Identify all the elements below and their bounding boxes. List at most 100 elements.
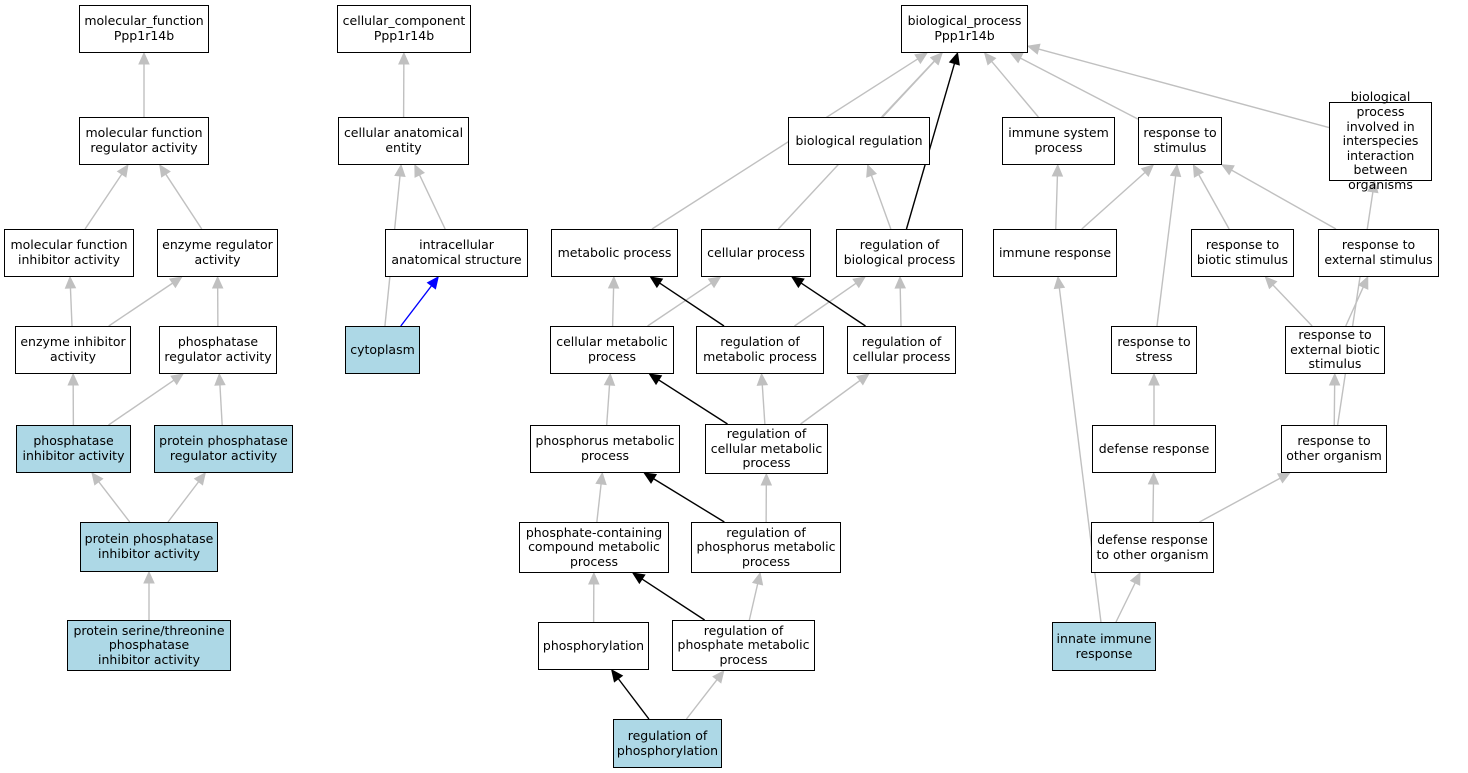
node-regulation-of-metabolic-process[interactable]: regulation of metabolic process bbox=[696, 326, 824, 374]
node-protein-phosphatase-inhibitor-activity[interactable]: protein phosphatase inhibitor activity bbox=[80, 522, 218, 572]
node-phosphate-containing-compound-metabolic-process[interactable]: phosphate-containing compound metabolic … bbox=[519, 522, 669, 573]
arrowhead-regmp-to-metab bbox=[649, 276, 664, 289]
edge-regbp-to-breg bbox=[870, 175, 892, 230]
arrowhead-mfreg-to-mf bbox=[138, 51, 150, 65]
edge-isp-to-bp bbox=[991, 60, 1039, 118]
arrowhead-cmp-to-cellp bbox=[707, 276, 722, 289]
node-regulation-of-phosphate-metabolic-process[interactable]: regulation of phosphate metabolic proces… bbox=[672, 620, 815, 671]
edge-pmp-to-cmp bbox=[605, 384, 611, 426]
node-phosphorus-metabolic-process[interactable]: phosphorus metabolic process bbox=[530, 425, 680, 473]
node-molecular-function-inhibitor-activity[interactable]: molecular function inhibitor activity bbox=[4, 229, 134, 277]
node-defense-response-to-other-organism[interactable]: defense response to other organism bbox=[1091, 522, 1214, 573]
arrowhead-rext-to-rts bbox=[1220, 164, 1235, 176]
arrowhead-phosinh-to-enzinh bbox=[67, 372, 79, 386]
edge-regcp-to-cellp bbox=[800, 282, 866, 327]
node-immune-system-process[interactable]: immune system process bbox=[1002, 117, 1115, 165]
edge-rext-to-rts bbox=[1231, 169, 1337, 230]
node-phosphatase-regulator-activity[interactable]: phosphatase regulator activity bbox=[159, 326, 277, 374]
node-enzyme-inhibitor-activity[interactable]: enzyme inhibitor activity bbox=[15, 326, 131, 374]
node-regulation-of-phosphorylation[interactable]: regulation of phosphorylation bbox=[613, 719, 722, 768]
edge-ias-to-cae bbox=[418, 174, 446, 230]
node-regulation-of-cellular-metabolic-process[interactable]: regulation of cellular metabolic process bbox=[705, 424, 828, 474]
edge-defro-to-rother bbox=[1199, 477, 1281, 523]
edge-rbio-to-rts bbox=[1198, 174, 1230, 230]
arrowhead-metab-to-bp bbox=[914, 52, 929, 65]
node-molecular-function-regulator-activity[interactable]: molecular function regulator activity bbox=[79, 117, 209, 165]
arrowhead-rbio-to-rts bbox=[1192, 163, 1205, 178]
arrowhead-cmp-to-metab bbox=[607, 275, 620, 289]
arrowhead-imr-to-rts bbox=[1140, 164, 1155, 177]
edge-regphosy-to-regpmp bbox=[685, 679, 718, 720]
node-cellular-metabolic-process[interactable]: cellular metabolic process bbox=[550, 326, 674, 374]
edge-cyto-to-ias bbox=[400, 285, 433, 327]
node-cytoplasm[interactable]: cytoplasm bbox=[345, 326, 420, 374]
arrowhead-bpii-to-bp bbox=[1026, 43, 1041, 55]
arrowhead-mfinh-to-mfreg bbox=[116, 163, 129, 178]
node-biological-process-root[interactable]: biological_process Ppp1r14b bbox=[901, 5, 1028, 53]
arrowhead-rother-to-rebs bbox=[1328, 372, 1341, 386]
node-defense-response[interactable]: defense response bbox=[1092, 425, 1216, 473]
node-cellular-process[interactable]: cellular process bbox=[701, 229, 811, 277]
arrowhead-regpmp-to-regphos bbox=[751, 571, 764, 586]
edge-enzinh-to-enzreg bbox=[108, 282, 174, 327]
edge-cmp-to-metab bbox=[611, 287, 615, 327]
node-regulation-of-biological-process[interactable]: regulation of biological process bbox=[836, 229, 963, 277]
arrowhead-cae-to-cc bbox=[398, 51, 410, 65]
node-metabolic-process[interactable]: metabolic process bbox=[551, 229, 678, 277]
arrowhead-enzreg-to-mfreg bbox=[159, 163, 171, 178]
node-phosphorylation[interactable]: phosphorylation bbox=[538, 622, 649, 670]
node-regulation-of-phosphorus-metabolic-process[interactable]: regulation of phosphorus metabolic proce… bbox=[691, 522, 841, 573]
arrowhead-defr-to-rstress bbox=[1148, 372, 1160, 386]
node-immune-response[interactable]: immune response bbox=[993, 229, 1117, 277]
arrowhead-iir-to-defro bbox=[1129, 571, 1141, 586]
node-response-to-biotic-stimulus[interactable]: response to biotic stimulus bbox=[1191, 229, 1294, 277]
edge-regcp-to-regbp bbox=[899, 287, 902, 327]
edge-ppinh-to-ppreg bbox=[167, 481, 200, 523]
node-cellular-anatomical-entity[interactable]: cellular anatomical entity bbox=[338, 117, 469, 165]
arrowhead-rother-to-bpii bbox=[1367, 179, 1379, 194]
arrowhead-regphos-to-pmp bbox=[643, 472, 658, 484]
node-biological-process-interspecies-interaction[interactable]: biological process involved in interspec… bbox=[1329, 90, 1432, 192]
node-response-to-stimulus[interactable]: response to stimulus bbox=[1138, 117, 1222, 165]
arrowhead-enzinh-to-enzreg bbox=[168, 276, 183, 289]
arrowhead-isp-to-bp bbox=[983, 52, 997, 66]
arrowhead-regmp-to-regbp bbox=[852, 276, 866, 289]
node-response-to-stress[interactable]: response to stress bbox=[1111, 326, 1197, 374]
node-protein-phosphatase-regulator-activity[interactable]: protein phosphatase regulator activity bbox=[154, 425, 293, 473]
arrowhead-rts-to-bp bbox=[1009, 52, 1024, 64]
node-molecular-function-root[interactable]: molecular_function Ppp1r14b bbox=[79, 5, 209, 53]
node-innate-immune-response[interactable]: innate immune response bbox=[1052, 622, 1156, 671]
node-biological-regulation[interactable]: biological regulation bbox=[788, 117, 930, 165]
arrowhead-psti-to-ppinh bbox=[143, 570, 155, 584]
node-cellular-component-root[interactable]: cellular_component Ppp1r14b bbox=[337, 5, 471, 53]
edge-regpmp-to-pccmp bbox=[641, 578, 705, 621]
arrowhead-pccmp-to-pmp bbox=[595, 471, 607, 486]
arrowhead-regcmp-to-regmp bbox=[756, 372, 769, 386]
edge-regcmp-to-regcp bbox=[800, 379, 861, 425]
arrowhead-phosph-to-pccmp bbox=[588, 571, 600, 585]
node-regulation-of-cellular-process[interactable]: regulation of cellular process bbox=[847, 326, 956, 374]
edge-defro-to-defr bbox=[1152, 483, 1155, 523]
arrowhead-ppinh-to-phosinh bbox=[91, 472, 104, 486]
arrowhead-ias-to-cae bbox=[414, 163, 425, 178]
edge-rstress-to-rts bbox=[1156, 175, 1177, 327]
edge-regcmp-to-regmp bbox=[761, 384, 766, 425]
node-enzyme-regulator-activity[interactable]: enzyme regulator activity bbox=[157, 229, 278, 277]
node-response-to-other-organism[interactable]: response to other organism bbox=[1281, 425, 1387, 473]
arrowhead-cyto-to-ias bbox=[426, 276, 439, 290]
arrowhead-regbp-to-bp bbox=[948, 51, 960, 66]
edge-imr-to-isp bbox=[1055, 175, 1059, 230]
arrowhead-enzinh-to-mfinh bbox=[64, 275, 77, 289]
node-intracellular-anatomical-structure[interactable]: intracellular anatomical structure bbox=[385, 229, 528, 277]
edge-cmp-to-cellp bbox=[647, 282, 712, 327]
edge-regphos-to-pmp bbox=[653, 478, 725, 523]
edge-bpii-to-bp bbox=[1038, 48, 1330, 129]
arrowhead-ppreg-to-phosreg bbox=[214, 372, 226, 386]
node-protein-serine-threonine-phosphatase-inhibitor-activity[interactable]: protein serine/threonine phosphatase inh… bbox=[67, 620, 231, 671]
node-phosphatase-inhibitor-activity[interactable]: phosphatase inhibitor activity bbox=[16, 425, 131, 473]
edge-ppinh-to-phosinh bbox=[98, 481, 131, 523]
node-response-to-external-biotic-stimulus[interactable]: response to external biotic stimulus bbox=[1285, 326, 1385, 374]
node-response-to-external-stimulus[interactable]: response to external stimulus bbox=[1318, 229, 1439, 277]
edge-ppreg-to-phosreg bbox=[219, 384, 223, 426]
